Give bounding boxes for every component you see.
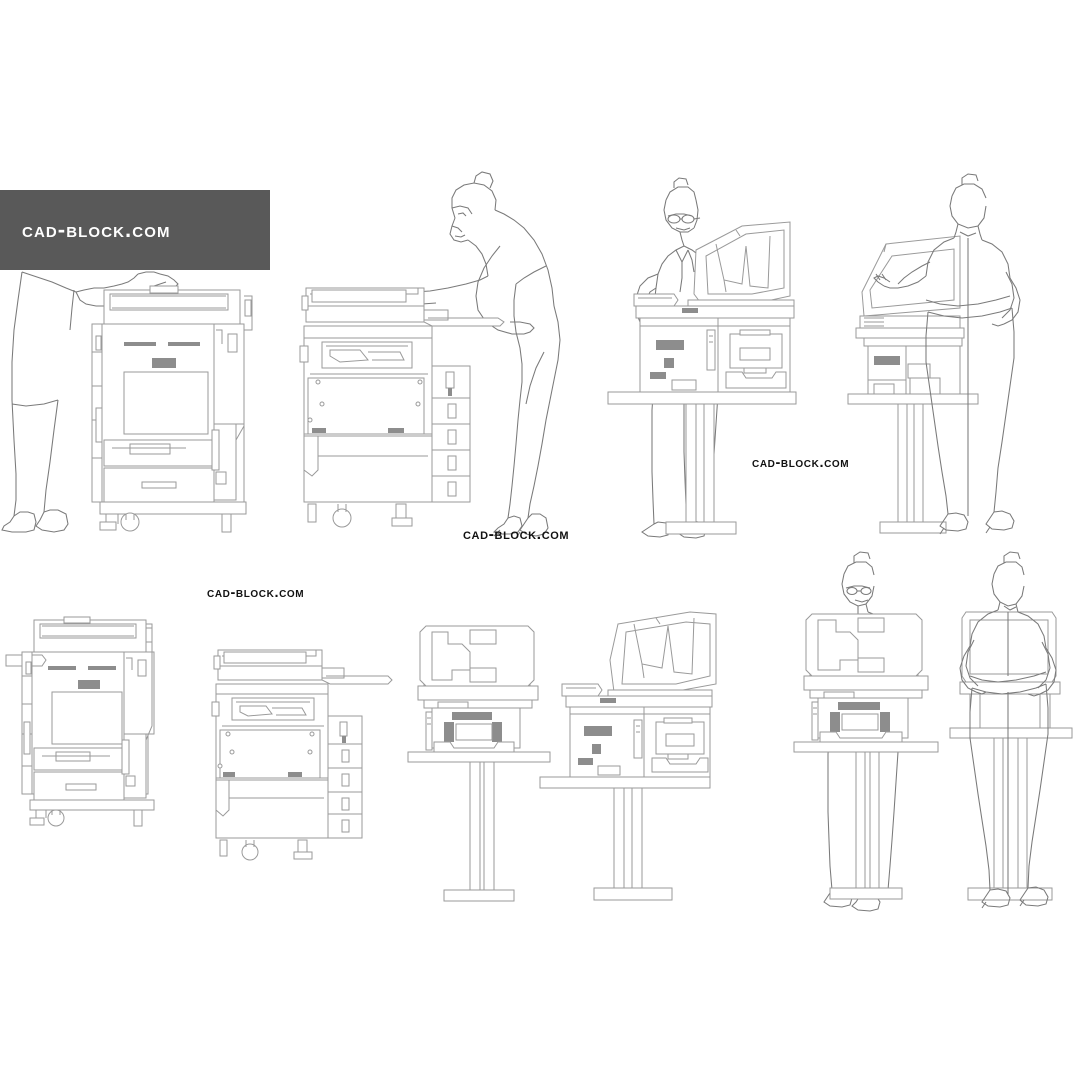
- watermark-badge-label: CAD-Block.com: [22, 217, 171, 242]
- block-desktop-copier-stand-front: [407, 625, 551, 902]
- block-copier-side-elevation: [211, 649, 393, 861]
- copier-side-body: [299, 287, 505, 528]
- watermark-text-1: CAD-Block.com: [207, 585, 305, 601]
- watermark-text-3: CAD-Block.com: [752, 455, 850, 471]
- watermark-badge: CAD-Block.com: [0, 190, 270, 270]
- desktop-copier-stand-3: [793, 613, 939, 900]
- block-desktop-copier-stand-side-open: [539, 611, 717, 901]
- block-copier-front-elevation: [5, 616, 155, 827]
- block-desktop-copier-stand-rear-with-woman: [949, 551, 1073, 909]
- copier-front-body: [91, 285, 253, 533]
- desktop-copier-stand-1: [607, 221, 797, 535]
- desktop-copier-stand-4: [949, 611, 1073, 901]
- figure-woman-rear-small: [959, 551, 1057, 909]
- block-desktop-copier-stand-with-woman-rear: [847, 173, 1021, 535]
- watermark-text-2: CAD-Block.com: [463, 526, 570, 543]
- desktop-copier-stand-2: [847, 235, 979, 534]
- block-desktop-copier-stand-front-with-woman: [793, 551, 939, 912]
- figure-woman-rear: [873, 173, 1021, 535]
- figure-woman-bending: [393, 171, 561, 539]
- block-copier-front-with-woman-leaning: [1, 271, 253, 533]
- block-desktop-copier-stand-with-woman-glasses: [607, 177, 797, 539]
- block-copier-side-with-woman-bending: [299, 171, 561, 539]
